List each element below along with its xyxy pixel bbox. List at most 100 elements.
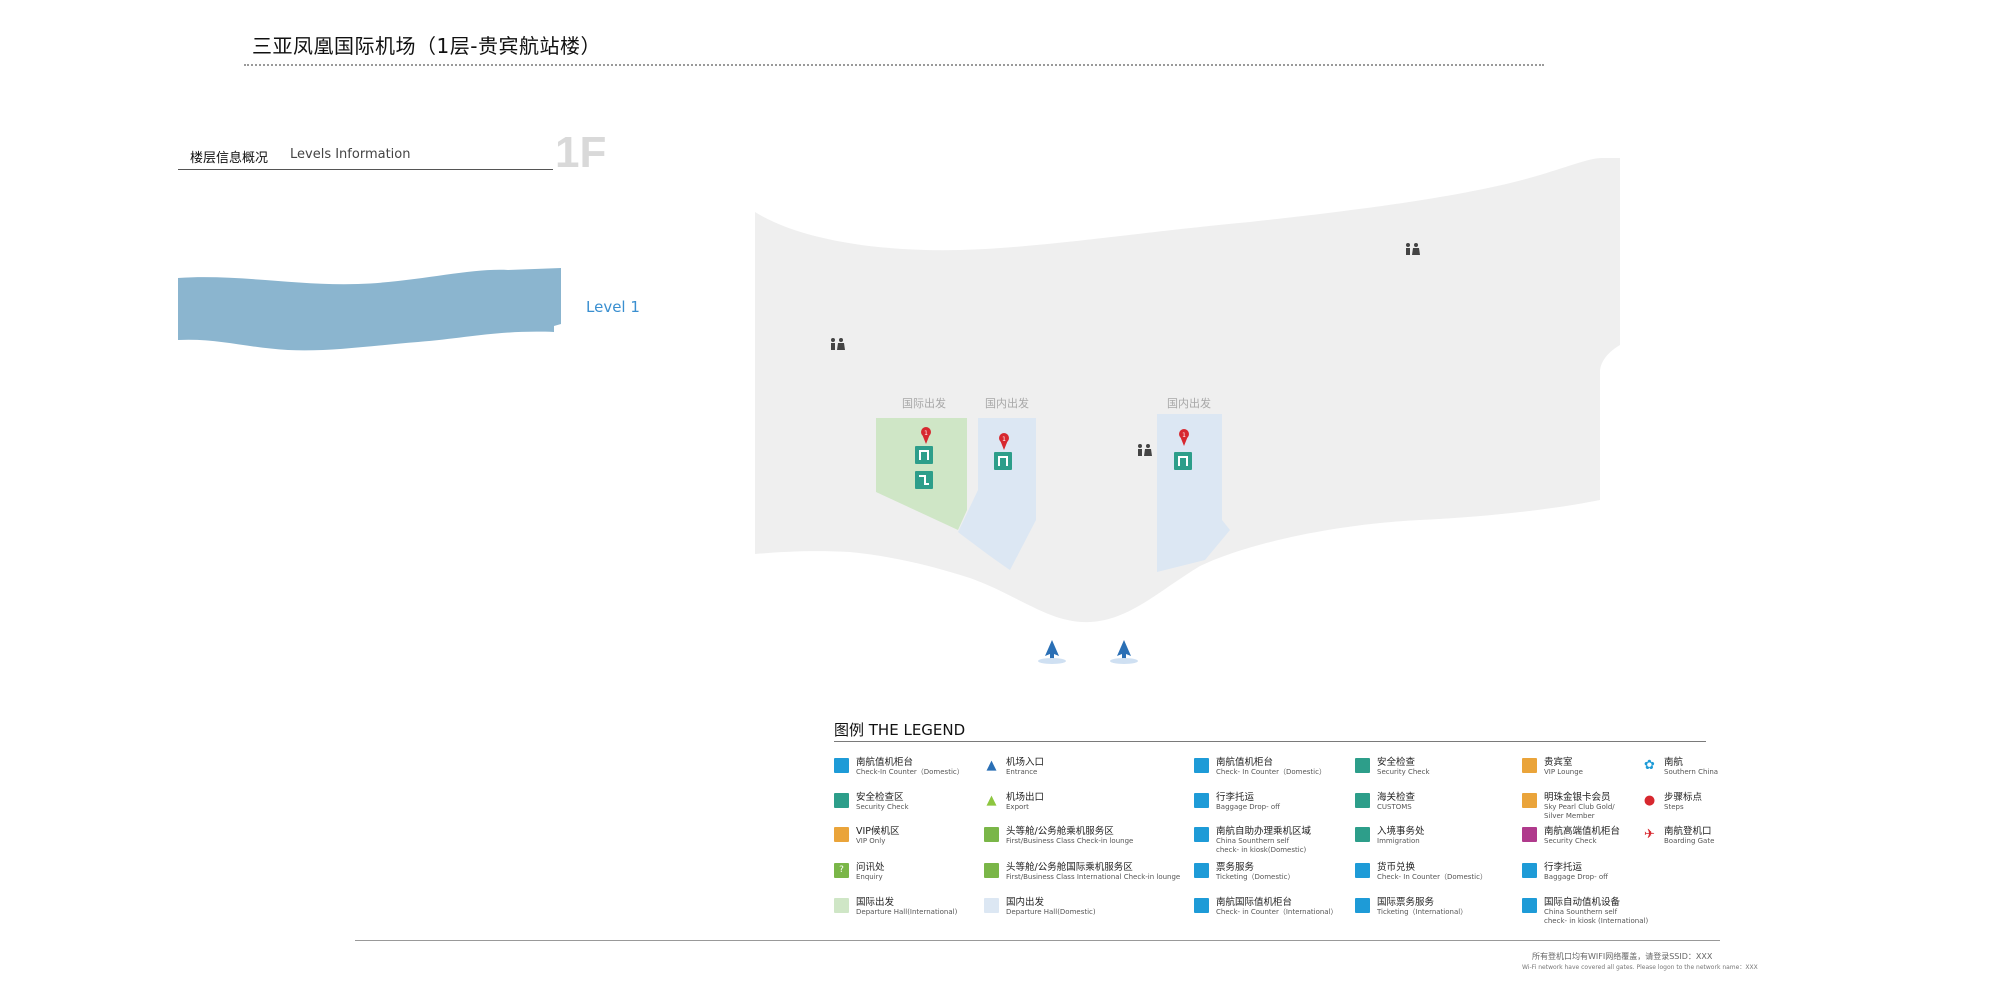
legend-item-label-en: Silver Member [1544,811,1595,820]
legend-item-label-cn: 货币兑换 [1377,862,1416,873]
legend-item-label-cn: 南航自助办理乘机区域 [1216,826,1312,837]
legend-item-label-en: VIP Lounge [1544,768,1583,776]
legend-item-label-en: CUSTOMS [1377,803,1412,811]
legend-item-label-en: Sky Pearl Club Gold/ [1544,803,1615,811]
legend-title: 图例 THE LEGEND [834,721,966,739]
legend-item-label-cn: 国际自动值机设备 [1544,897,1621,908]
legend-item-label-cn: 海关检查 [1377,792,1416,803]
premium-security-check-icon [1522,827,1537,842]
legend-item-label-en: Security Check [1377,768,1430,776]
legend-item-label-cn: 头等舱/公务舱国际乘机服务区 [1006,862,1133,873]
first-class-intl-checkin-icon [984,863,999,878]
zone-label-domestic-1: 国内出发 [985,396,1029,410]
levels-divider [178,169,553,170]
self-check-in-kiosk-icon [1194,827,1209,842]
customs-icon[interactable] [915,471,933,489]
enquiry-icon: ? [834,863,849,878]
legend-item-label-cn: 票务服务 [1216,862,1255,873]
legend-item-label-cn: 国际出发 [856,897,895,908]
legend-item-label-cn: 机场入口 [1006,757,1045,768]
entrance-icon[interactable] [1038,640,1066,664]
baggage-drop-off-icon [1522,863,1537,878]
steps-icon[interactable]: 1 [921,427,931,444]
legend-item-label-en: Security Check [856,803,909,811]
legend-item-label-cn: 安全检查区 [856,792,904,803]
export-icon: ▲ [986,793,997,808]
vip-lounge-icon [1522,758,1537,773]
legend-item-label-en: Boarding Gate [1664,837,1715,845]
sky-pearl-club-icon [1522,793,1537,808]
legend-item-label-en: Check- in Counter（International） [1216,908,1338,916]
steps-icon[interactable]: 1 [1179,429,1189,446]
restroom-icon[interactable] [1138,444,1152,456]
legend-item-label-cn: 明珠金银卡会员 [1544,792,1611,803]
security-check-icon[interactable] [994,452,1012,470]
level-1-band[interactable] [178,268,563,358]
currency-exchange-icon [1355,863,1370,878]
legend-item-label-en: First/Business Class Check-in lounge [1006,837,1134,845]
security-check-icon [1355,758,1370,773]
levels-label-en: Levels Information [290,147,411,162]
restroom-icon[interactable] [831,338,845,350]
legend-item-label-en: VIP Only [856,837,886,845]
svg-text:1: 1 [1002,436,1006,443]
zone-domestic-departure-1[interactable] [958,418,1036,570]
legend-item-label-cn: 南航高端值机柜台 [1544,826,1621,837]
vip-only-square [834,827,849,842]
legend-item-label-en: Check-In Counter（Domestic） [856,768,964,776]
legend-item-label-en: Steps [1664,803,1684,811]
legend-item-label-en: Immigration [1377,837,1420,845]
legend-item-label-en: Departure Hall(Domestic) [1006,908,1096,916]
zone-label-domestic-2: 国内出发 [1167,396,1211,410]
legend-item-label-en: Check- In Counter（Domestic） [1377,873,1487,881]
restroom-icon[interactable] [1406,243,1420,255]
page-title: 三亚凤凰国际机场（1层-贵宾航站楼） [252,34,601,58]
steps-icon[interactable]: 1 [999,433,1009,450]
entrance-icon[interactable] [1110,640,1138,664]
level-1-shape [178,268,561,351]
legend-item-label-en: Security Check [1544,837,1597,845]
legend-item-label-cn: 行李托运 [1216,792,1255,803]
boarding-gate-icon: ✈ [1644,827,1655,842]
legend-item-label-en: Baggage Drop- off [1544,873,1608,881]
security-check-icon[interactable] [915,446,933,464]
legend-item-label-cn: 贵宾室 [1544,757,1573,768]
legend-item-label-en: check- in kiosk (International) [1544,916,1649,925]
legend-item-label-cn: 南航国际值机柜台 [1216,897,1293,908]
legend-item-label-cn: 安全检查 [1377,757,1416,768]
level-1-label[interactable]: Level 1 [586,298,640,316]
southern-china-logo-icon: ✿ [1644,758,1655,773]
legend-item-label-en: Check- In Counter（Domestic） [1216,768,1326,776]
security-check-icon[interactable] [1174,452,1192,470]
